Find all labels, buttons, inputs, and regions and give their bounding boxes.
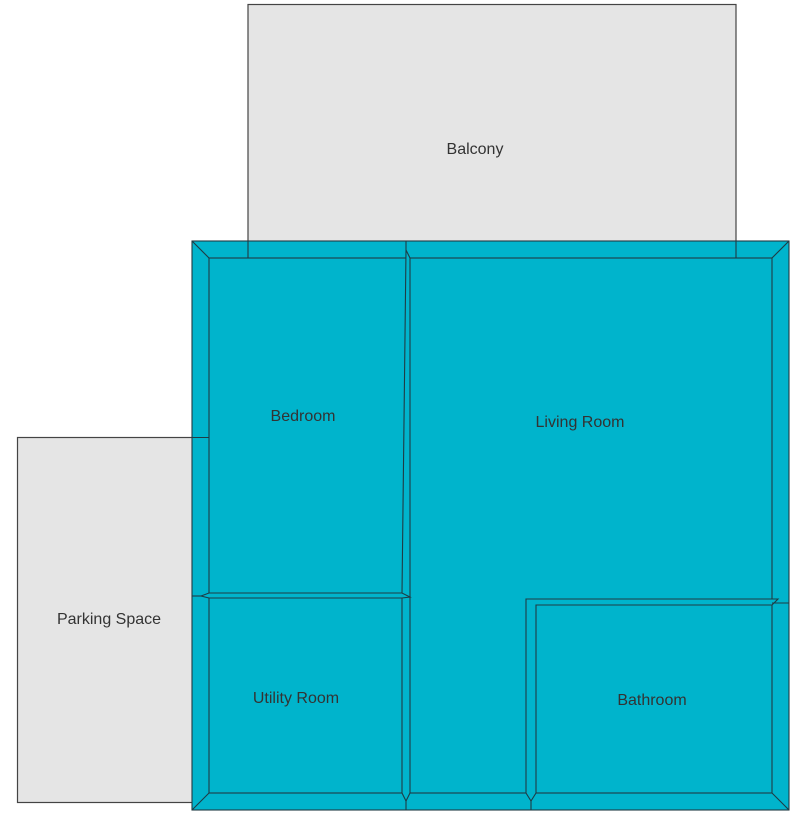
living-room-label: Living Room xyxy=(536,414,625,431)
wall-miter xyxy=(191,240,210,259)
wall-miter xyxy=(771,240,790,259)
wall-miter xyxy=(771,792,790,811)
utility-room-label: Utility Room xyxy=(253,690,339,707)
bathroom-wall xyxy=(525,598,780,803)
partition-wall-bedroom-utility xyxy=(199,592,412,599)
interior-floor xyxy=(208,257,773,794)
wall-miter xyxy=(191,792,210,811)
parking-space-label: Parking Space xyxy=(57,611,161,628)
bedroom-label: Bedroom xyxy=(271,408,336,425)
balcony-area[interactable] xyxy=(247,3,737,260)
balcony-label: Balcony xyxy=(447,141,504,158)
bathroom-label: Bathroom xyxy=(617,692,686,709)
parking-space-area[interactable] xyxy=(16,436,194,804)
